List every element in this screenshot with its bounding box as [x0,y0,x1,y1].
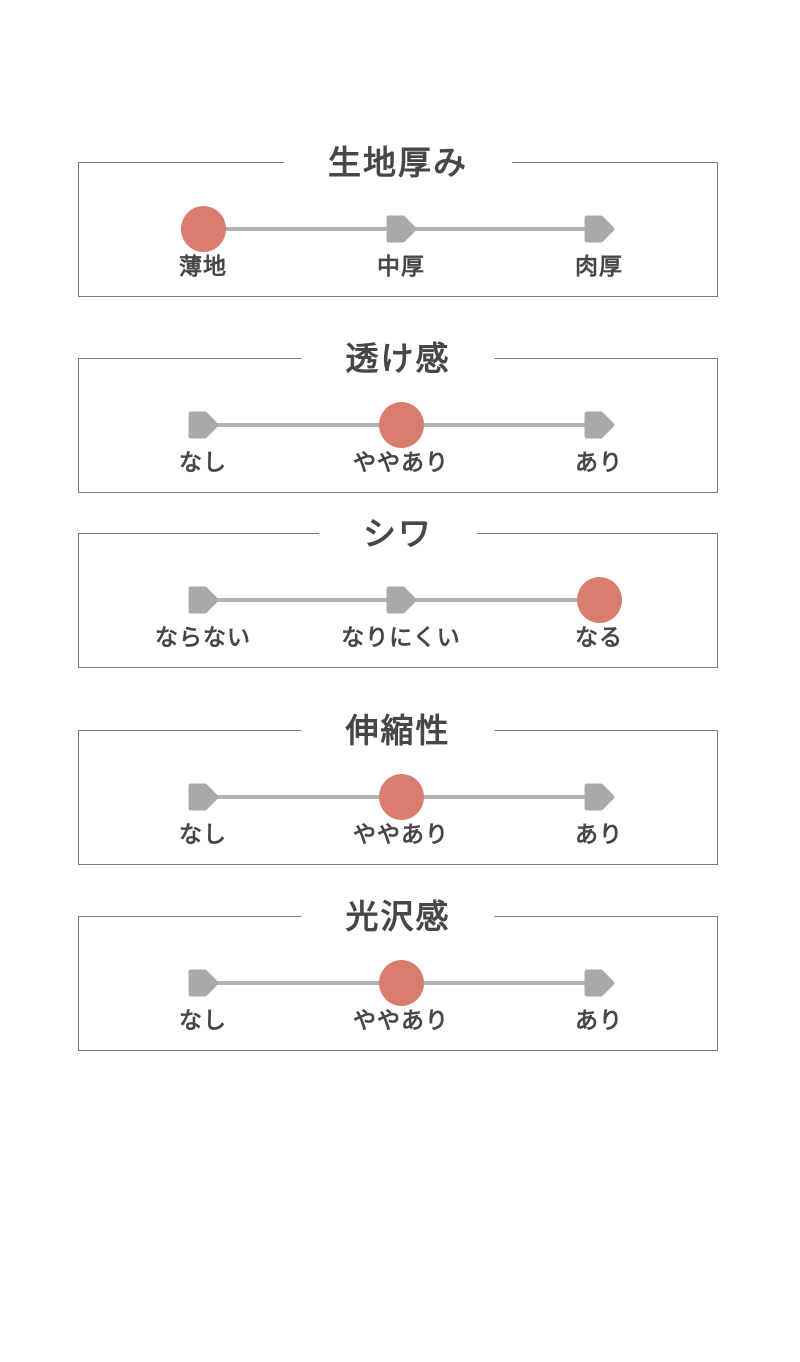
option-label: なりにくい [341,624,461,650]
selected-dot-icon [378,402,424,448]
panel-title: 伸縮性 [301,712,495,750]
selected-dot-icon [378,774,424,820]
fabric-spec-sheet: 生地厚み 薄地 中厚 肉厚 透け感 [0,144,800,1362]
panel-title: 光沢感 [301,898,495,936]
option-label: ならない [155,624,251,650]
tag-marker-icon [584,783,615,811]
panel-title: 生地厚み [284,144,512,182]
tag-marker-icon [188,969,219,997]
tag-marker-icon [584,969,615,997]
panel-title: 透け感 [301,340,495,378]
selected-dot-icon [576,577,622,623]
tag-marker-icon [386,586,417,614]
option-label: あり [575,1007,623,1033]
selected-dot-icon [180,206,226,252]
panel-gloss: 光沢感 なし ややあり あり [78,898,718,1051]
tag-marker-icon [584,215,615,243]
option-label: あり [575,449,623,475]
option-label: あり [575,821,623,847]
option-label: 薄地 [179,253,227,279]
panel-fabric-thickness: 生地厚み 薄地 中厚 肉厚 [78,144,718,297]
tag-marker-icon [188,783,219,811]
selected-dot-icon [378,960,424,1006]
panel-sheerness: 透け感 なし ややあり あり [78,340,718,493]
option-label: 中厚 [377,253,425,279]
tag-marker-icon [188,411,219,439]
option-label: なし [179,449,227,475]
option-label: ややあり [353,821,449,847]
panel-wrinkle: シワ ならない なりにくい なる [78,515,718,668]
tag-marker-icon [188,586,219,614]
option-label: なる [575,624,623,650]
option-label: なし [179,821,227,847]
option-label: ややあり [353,1007,449,1033]
option-label: なし [179,1007,227,1033]
panel-stretch: 伸縮性 なし ややあり あり [78,712,718,865]
panel-title: シワ [319,515,477,553]
tag-marker-icon [584,411,615,439]
option-label: ややあり [353,449,449,475]
tag-marker-icon [386,215,417,243]
option-label: 肉厚 [575,253,623,279]
